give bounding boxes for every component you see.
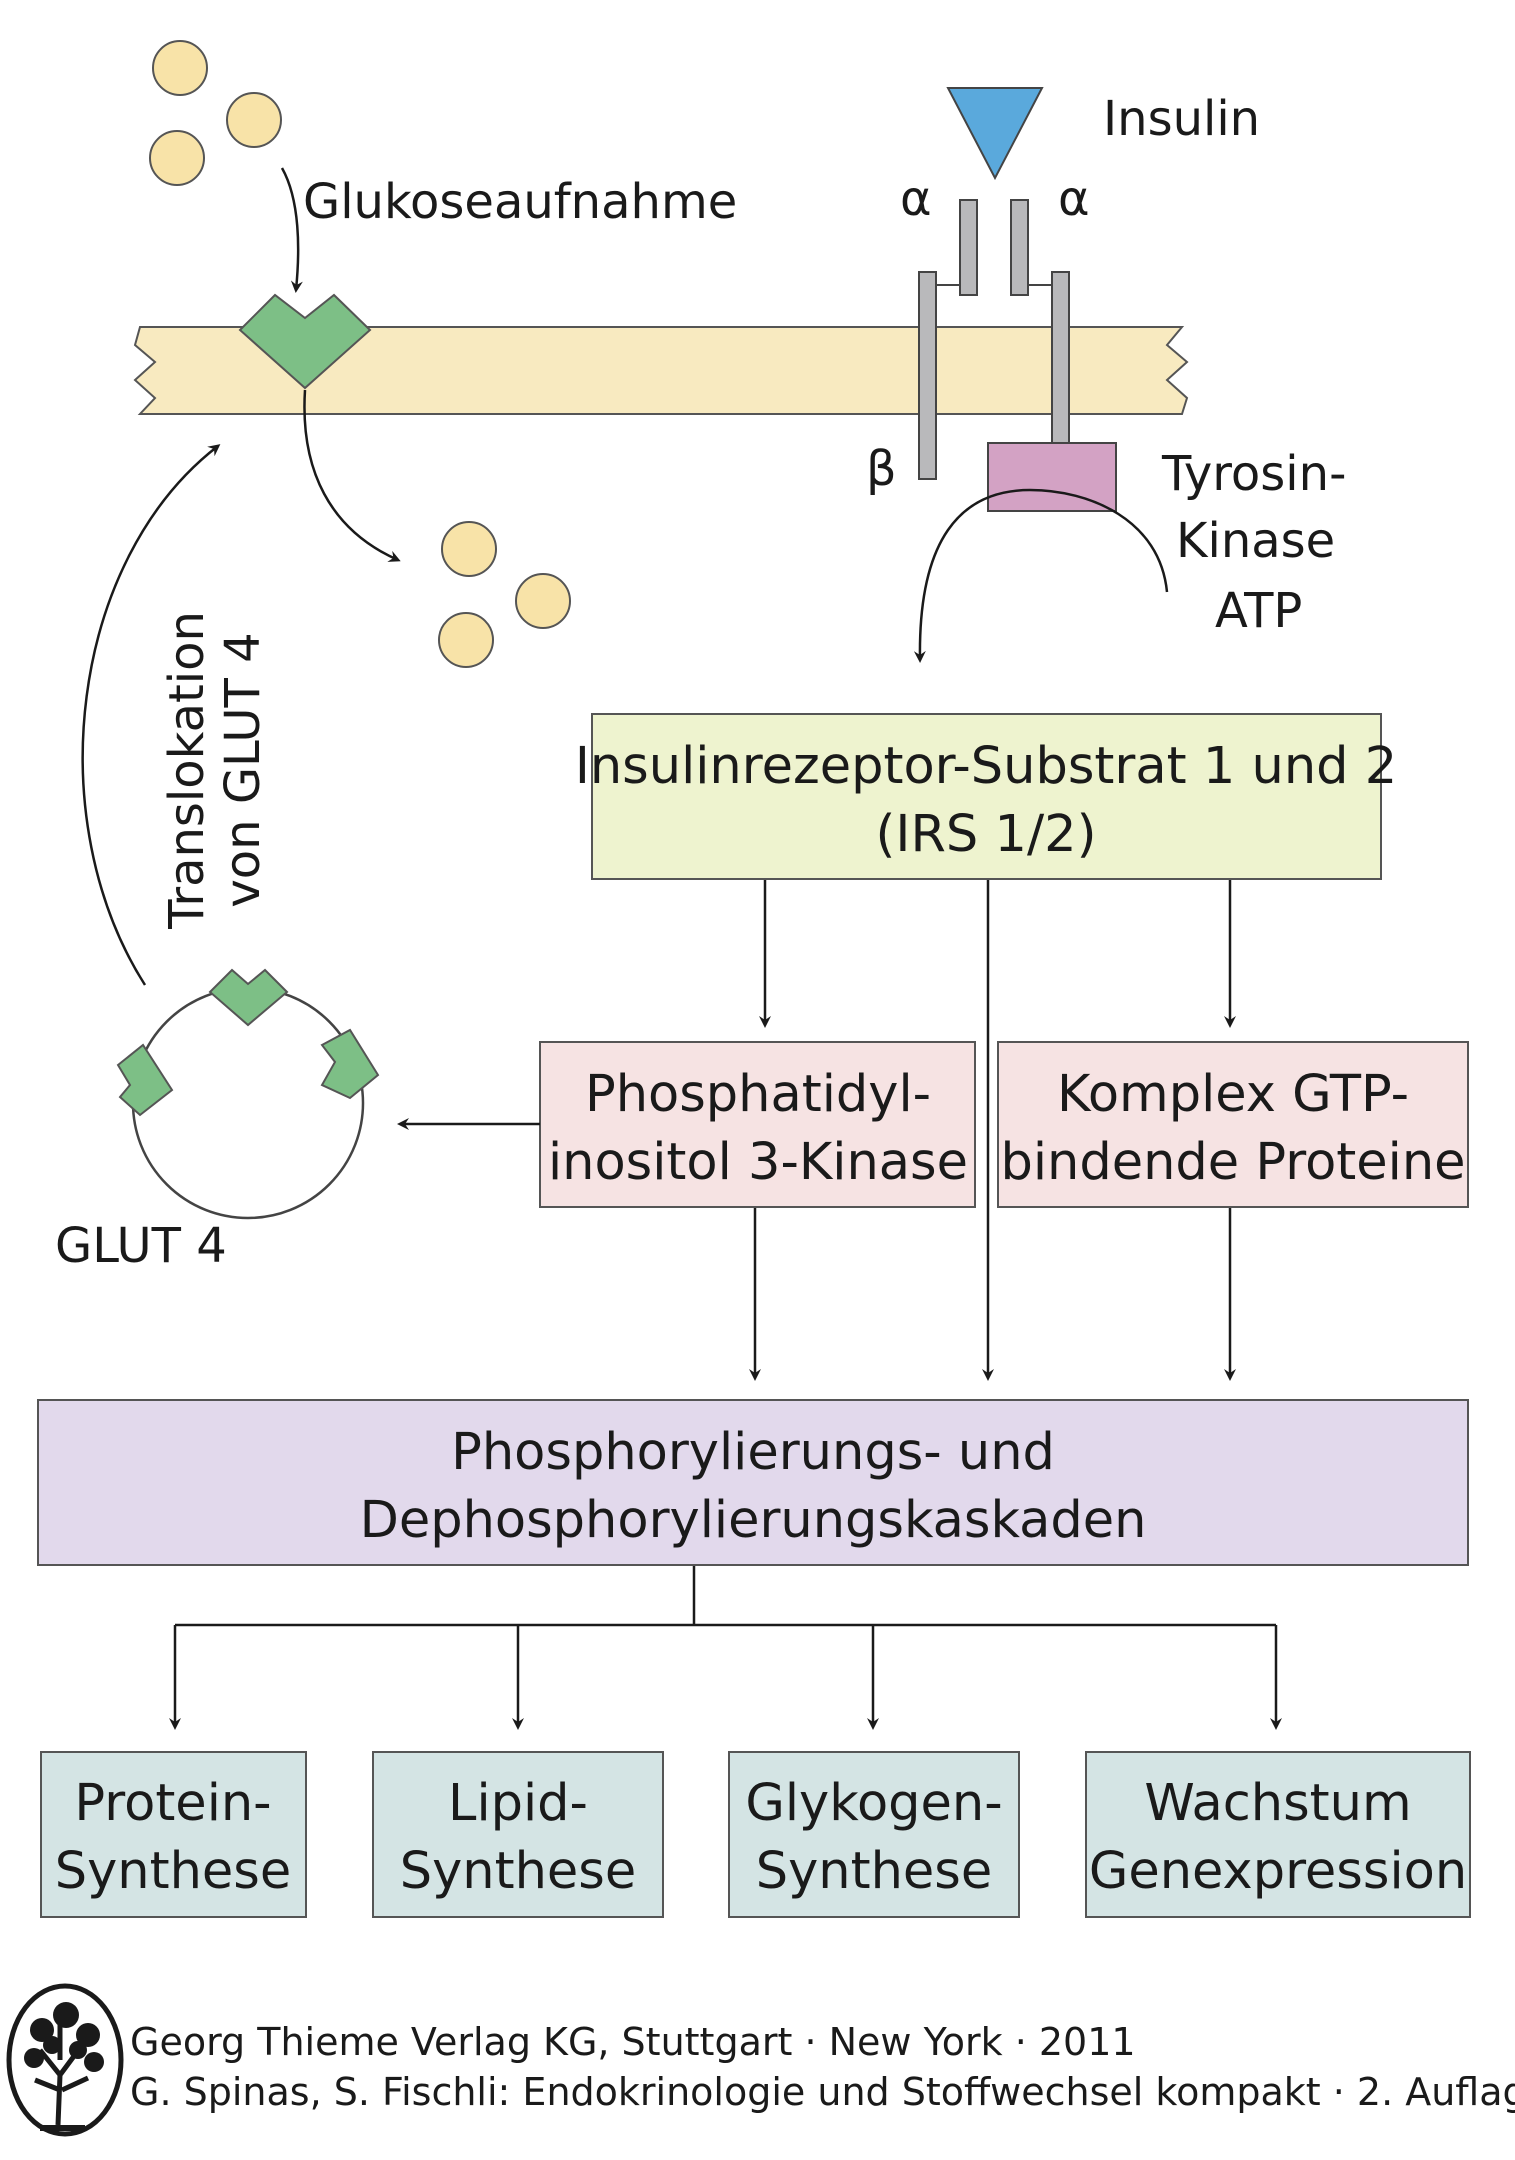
irs-label-line1: Insulinrezeptor-Substrat 1 und 2	[575, 737, 1397, 796]
glut4-label: GLUT 4	[55, 1218, 227, 1274]
receptor-beta-left	[918, 271, 937, 480]
glucose-molecule	[149, 130, 205, 186]
atp-label: ATP	[1215, 583, 1302, 639]
glut4-transporter	[320, 1028, 380, 1100]
pi3k-box	[539, 1041, 976, 1208]
glucose-molecule	[515, 573, 571, 629]
cascade-distribution	[169, 1566, 1282, 1730]
insulin-molecule	[946, 87, 1044, 181]
alpha-left-label: α	[900, 171, 932, 227]
output-protein-line1: Protein-	[74, 1774, 271, 1833]
output-growth-line1: Wachstum	[1144, 1774, 1411, 1833]
insulin-label: Insulin	[1103, 91, 1260, 147]
pi3k-label-line2: inositol 3-Kinase	[548, 1133, 968, 1192]
receptor-alpha-right	[1010, 199, 1029, 296]
kinase-label-line2: Kinase	[1176, 513, 1335, 569]
glucose-molecule	[438, 612, 494, 668]
pi3k-label-line1: Phosphatidyl-	[585, 1065, 931, 1124]
cascade-label-line2: Dephosphorylierungskaskaden	[360, 1491, 1147, 1550]
gtp-label-line1: Komplex GTP-	[1057, 1065, 1409, 1124]
gtp-label-line2: bindende Proteine	[1000, 1133, 1465, 1192]
glucose-uptake-label: Glukoseaufnahme	[303, 174, 737, 230]
output-lipid-line1: Lipid-	[448, 1774, 588, 1833]
glucose-molecules-outside	[149, 40, 282, 186]
output-box-growth	[1085, 1751, 1471, 1918]
glut4-transporter	[208, 968, 289, 1027]
glut4-translocation-arrow	[81, 444, 221, 986]
glucose-molecule	[226, 92, 282, 148]
atp-phosphorylation-arrow	[913, 488, 1169, 663]
irs-box	[591, 713, 1382, 880]
beta-label: β	[866, 441, 897, 497]
cascade-label-line1: Phosphorylierungs- und	[451, 1423, 1055, 1482]
output-box-glycogen	[728, 1751, 1020, 1918]
footer-line1: Georg Thieme Verlag KG, Stuttgart · New …	[130, 2020, 1136, 2064]
output-box-protein	[40, 1751, 307, 1918]
output-growth-line2: Genexpression	[1089, 1842, 1467, 1901]
receptor-alpha-left	[959, 199, 978, 296]
tyrosine-kinase	[987, 442, 1117, 512]
cascade-box	[37, 1399, 1469, 1566]
translocation-label-line2: von GLUT 4	[215, 632, 271, 907]
output-glycogen-line1: Glykogen-	[745, 1774, 1002, 1833]
translocation-label-line1: Translokation	[159, 611, 215, 930]
glucose-entry-arrow	[303, 389, 401, 562]
receptor-beta-right	[1051, 271, 1070, 448]
translocation-label: Translokation von GLUT 4	[159, 611, 271, 930]
output-lipid-line2: Synthese	[400, 1842, 637, 1901]
insulin-receptor	[918, 199, 1070, 480]
output-protein-line2: Synthese	[55, 1842, 292, 1901]
glucose-molecule	[441, 521, 497, 577]
alpha-right-label: α	[1058, 171, 1090, 227]
output-glycogen-line2: Synthese	[756, 1842, 993, 1901]
irs-label-line2: (IRS 1/2)	[876, 805, 1097, 864]
glut-transporter	[238, 293, 372, 390]
glut4-transporter	[116, 1043, 174, 1117]
glut4-vesicle	[116, 968, 380, 1220]
kinase-label-line1: Tyrosin-	[1161, 446, 1346, 502]
gtp-proteins-box	[997, 1041, 1469, 1208]
output-box-lipid	[372, 1751, 664, 1918]
glucose-molecules-inside	[438, 521, 571, 668]
glucose-molecule	[152, 40, 208, 96]
glucose-uptake-arrow	[280, 167, 303, 293]
footer-line2: G. Spinas, S. Fischli: Endokrinologie un…	[130, 2070, 1515, 2114]
publisher-logo	[6, 1983, 124, 2137]
